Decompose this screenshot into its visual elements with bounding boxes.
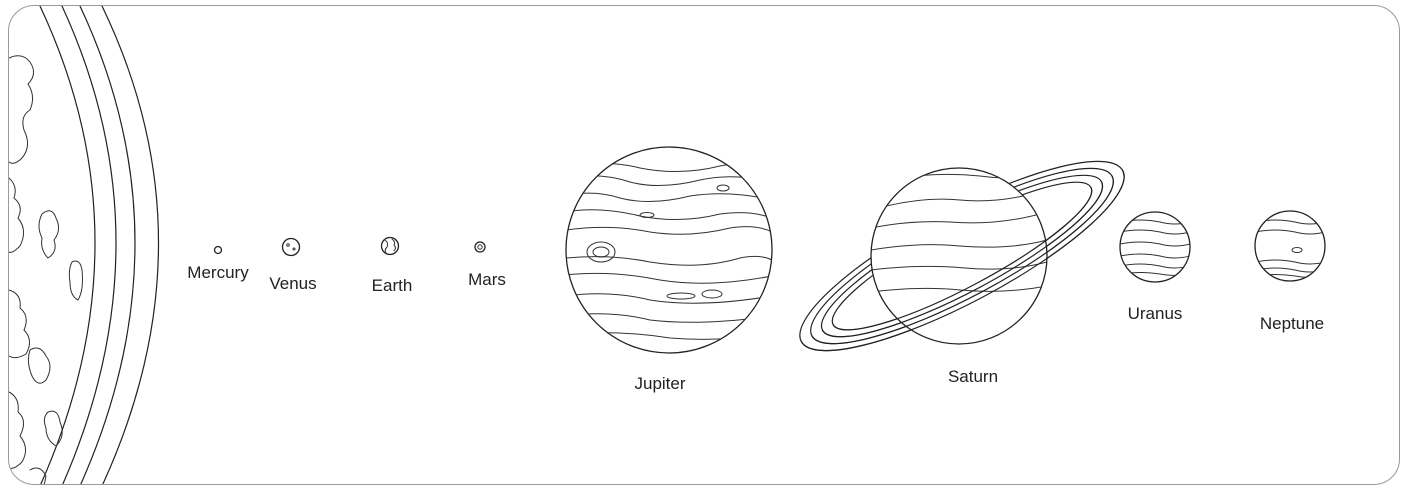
mercury-label: Mercury <box>187 264 248 281</box>
neptune-planet <box>1255 211 1325 281</box>
jupiter-planet <box>566 147 772 353</box>
earth-label: Earth <box>372 277 413 294</box>
uranus-label: Uranus <box>1128 305 1183 322</box>
mars-planet <box>475 242 485 252</box>
mercury-planet <box>215 247 222 254</box>
saturn-planet <box>780 130 1145 382</box>
earth-planet <box>382 238 399 255</box>
sun-edge <box>9 6 159 486</box>
uranus-planet <box>1120 212 1190 282</box>
mars-label: Mars <box>468 271 506 288</box>
jupiter-label: Jupiter <box>634 375 685 392</box>
venus-planet <box>283 239 300 256</box>
neptune-label: Neptune <box>1260 315 1324 332</box>
venus-label: Venus <box>269 275 316 292</box>
saturn-label: Saturn <box>948 368 998 385</box>
